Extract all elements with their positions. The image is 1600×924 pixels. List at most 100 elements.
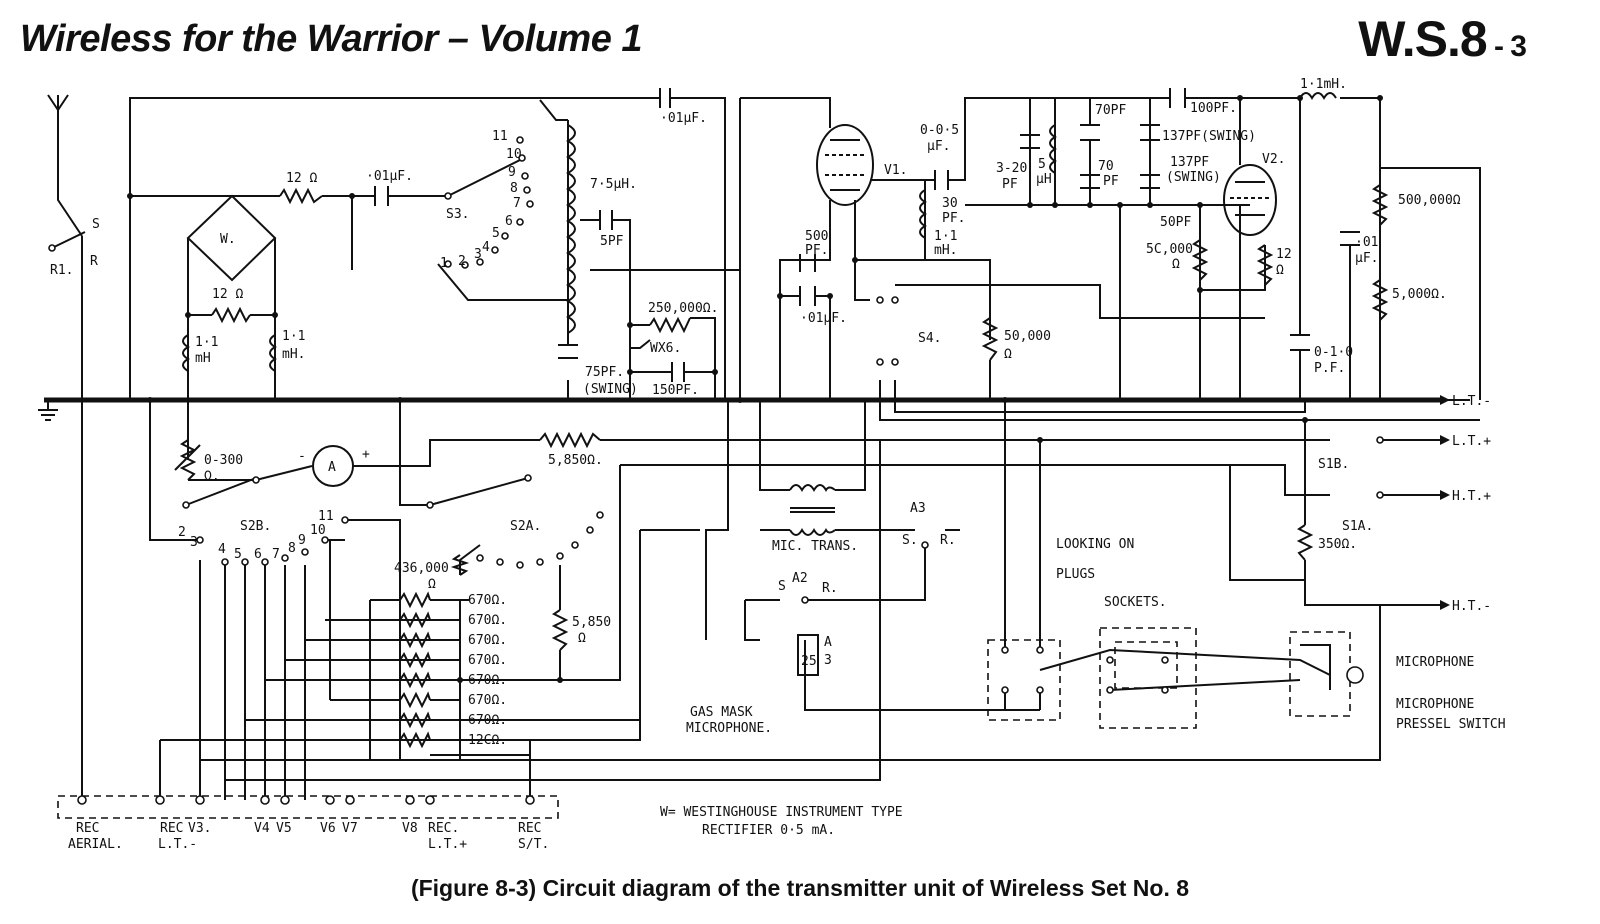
label-s4: S4.: [918, 331, 941, 346]
label-3-20-pf: PF: [1002, 177, 1018, 192]
label-relay-a: A: [824, 635, 832, 650]
label-670-6: 670Ω.: [468, 693, 507, 708]
ground-symbol: [38, 400, 58, 421]
label-50000-ohm: Ω: [1172, 257, 1180, 272]
resistor-5850-top: [539, 431, 601, 449]
terminal-label-2a: REC: [160, 821, 183, 836]
label-r1: R1.: [50, 263, 73, 278]
label-5pf: 5PF: [600, 234, 624, 249]
label-s3-9: 9: [508, 165, 516, 180]
label-350: 350Ω.: [1318, 537, 1357, 552]
label-a3-r: R.: [940, 533, 956, 548]
label-wx6: WX6.: [650, 341, 681, 356]
label-s2b-5: 5: [234, 547, 242, 562]
label-0-1-0-pf: P.F.: [1314, 361, 1345, 376]
label-70pf: 70PF: [1095, 103, 1126, 118]
label-75pf: 75PF.: [585, 365, 624, 380]
resistor-50k-v2: [1191, 239, 1209, 281]
label-670-4: 670Ω.: [468, 653, 507, 668]
label-s2b-11: 11: [318, 509, 334, 524]
label-s3-8: 8: [510, 181, 518, 196]
label-500k: 500,000Ω: [1398, 193, 1461, 208]
label-r: R: [90, 254, 98, 269]
label-s2b-7: 7: [272, 547, 280, 562]
terminal-label-3a: V3.: [188, 821, 211, 836]
label-5000: 5,000Ω.: [1392, 287, 1447, 302]
resistor-350: [1296, 524, 1314, 561]
label-mh-c: mH.: [934, 243, 957, 258]
label-uf: µF.: [927, 139, 950, 154]
label-lt-minus: L.T.-: [1452, 394, 1491, 409]
label-0-1-0: 0-1·0: [1314, 345, 1353, 360]
label-0-300: 0-300: [204, 453, 243, 468]
terminal-label-10b: S/T.: [518, 837, 549, 852]
label-1-1mh: 1·1mH.: [1300, 77, 1347, 92]
switch-contacts: [48, 136, 1384, 805]
label-mic-pressel-b: PRESSEL SWITCH: [1396, 717, 1506, 732]
label-a3: A3: [910, 501, 926, 516]
label-ammeter-plus: +: [362, 447, 370, 462]
label-150pf: 150PF.: [652, 383, 699, 398]
label-12-v2: 12: [1276, 247, 1292, 262]
label-swing-2: (SWING): [1166, 170, 1221, 185]
label-s1a: S1A.: [1342, 519, 1373, 534]
label-s3-3: 3: [474, 247, 482, 262]
label-0-05: 0-0·5: [920, 123, 959, 138]
resistor-5850-s2a: [551, 609, 569, 651]
label-s1b: S1B.: [1318, 457, 1349, 472]
label-looking-on: LOOKING ON: [1056, 537, 1134, 552]
label-s2b-6: 6: [254, 547, 262, 562]
relay-coil: [797, 634, 819, 676]
terminal-labels: REC AERIAL. REC L.T.- V3. V4 V5 V6 V7 V8…: [68, 821, 549, 852]
label-30: 30: [942, 196, 958, 211]
label-s3-1: 1: [440, 256, 448, 271]
components: [38, 88, 1450, 805]
label-5: 5: [1038, 157, 1046, 172]
terminal-label-1b: AERIAL.: [68, 837, 123, 852]
valve-v1: [816, 124, 874, 206]
label-s2b-10: 10: [310, 523, 326, 538]
label-s2b-8: 8: [288, 541, 296, 556]
label-12ohm-bridge: 12 Ω: [212, 287, 243, 302]
label-500: 500: [805, 229, 828, 244]
label-pf-30: PF.: [942, 211, 965, 226]
label-s2b-3: 3: [190, 535, 198, 550]
label-s3-11: 11: [492, 129, 508, 144]
section-code: W.S.8 - 3: [1358, 10, 1527, 68]
terminal-label-9a: REC.: [428, 821, 459, 836]
label-relay-25: 25: [801, 654, 817, 669]
label-gas-mask-mic: MICROPHONE.: [686, 721, 772, 736]
label-a2-r: R.: [822, 581, 838, 596]
label-250k: 250,000Ω.: [648, 301, 718, 316]
label-s3-7: 7: [513, 196, 521, 211]
label-70: 70: [1098, 159, 1114, 174]
inductors: [182, 92, 1337, 536]
label-670-7: 670Ω.: [468, 713, 507, 728]
label-swing-1: (SWING): [583, 382, 638, 397]
capacitors: [374, 88, 1360, 382]
resistor-5000: [1371, 279, 1389, 321]
resistor-500k: [1371, 184, 1389, 226]
label-note-b: RECTIFIER 0·5 mA.: [702, 823, 835, 838]
label-1-1-b: 1·1: [282, 329, 305, 344]
label-50k-b: 50,000: [1004, 329, 1051, 344]
label-mh-b: mH.: [282, 347, 305, 362]
label-137pf-b: 137PF: [1170, 155, 1209, 170]
wiring: [44, 94, 1481, 800]
label-pf-70: PF: [1103, 174, 1119, 189]
label-436k: 436,000: [394, 561, 449, 576]
label-s3-2: 2: [458, 254, 466, 269]
label-a3-s: S.: [902, 533, 918, 548]
valve-v2: [1223, 164, 1277, 236]
label-50000: 5C,000: [1146, 242, 1193, 257]
label-3-20: 3-20: [996, 161, 1027, 176]
label-a2: A2: [792, 571, 808, 586]
label-436k-ohm: Ω: [428, 577, 436, 592]
label-01-d: ·01: [1355, 235, 1378, 250]
terminal-label-9b: L.T.+: [428, 837, 467, 852]
label-microphone: MICROPHONE: [1396, 655, 1474, 670]
label-1-1-c: 1·1: [934, 229, 957, 244]
label-s3-4: 4: [482, 240, 490, 255]
label-a2-s: S: [778, 579, 786, 594]
label-lt-plus: L.T.+: [1452, 434, 1491, 449]
